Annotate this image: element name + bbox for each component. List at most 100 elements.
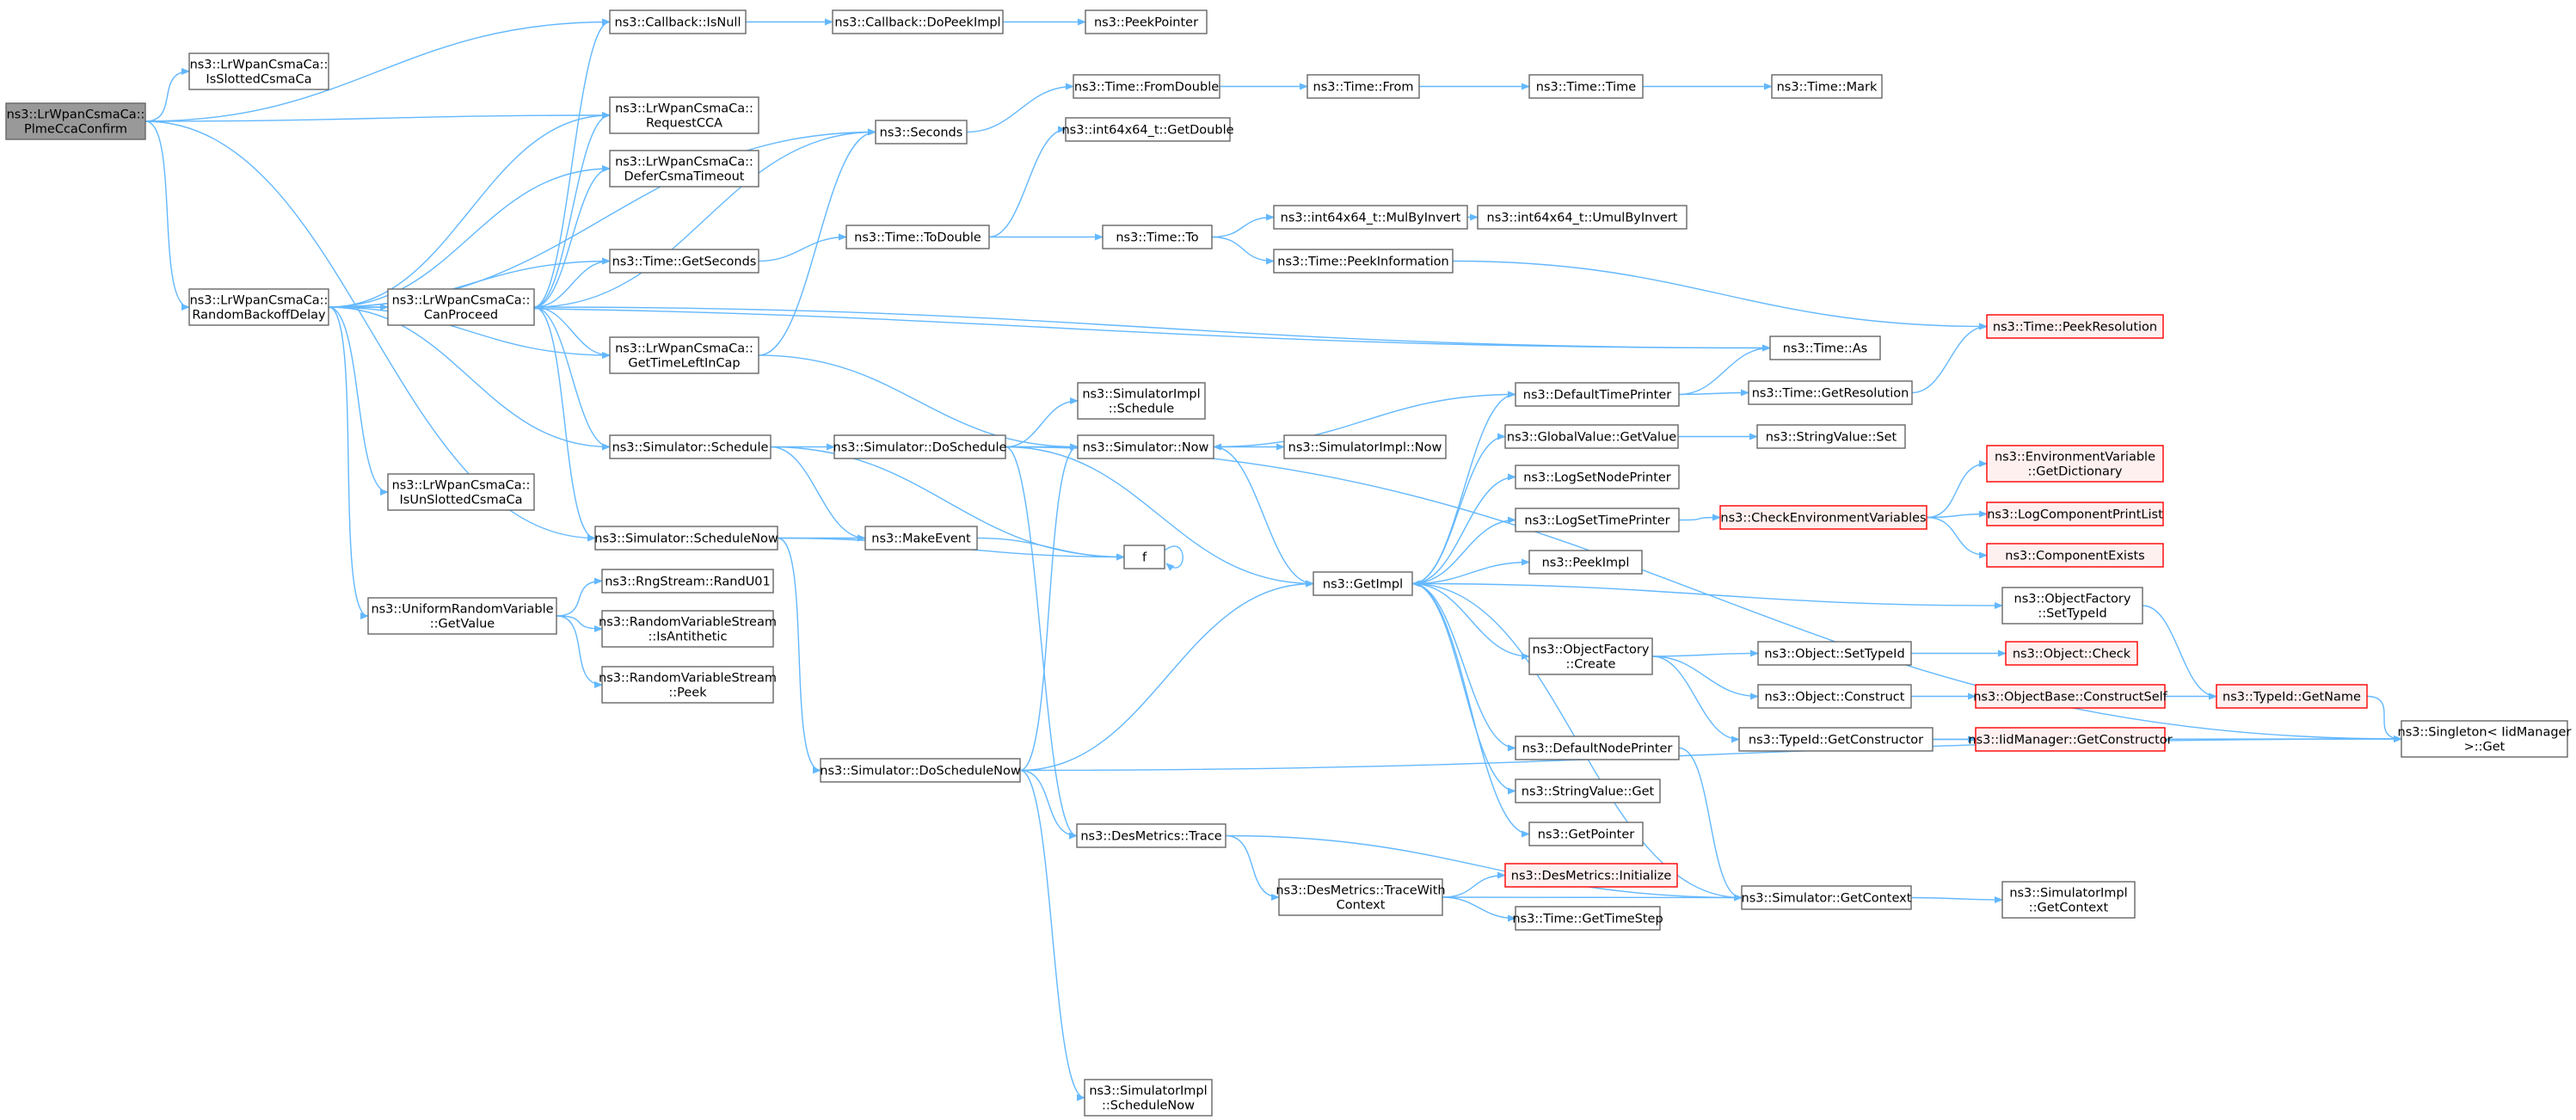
node-umulbyinvert[interactable]: ns3::int64x64_t::UmulByInvert: [1477, 205, 1688, 230]
node-label: ns3::Simulator::GetContext: [1742, 892, 1912, 906]
node-stringvalue-set[interactable]: ns3::StringValue::Set: [1756, 424, 1906, 449]
node-simimpl-schedulenow[interactable]: ns3::SimulatorImpl::ScheduleNow: [1084, 1079, 1213, 1117]
node-mulbyinvert[interactable]: ns3::int64x64_t::MulByInvert: [1273, 205, 1468, 230]
node-defaultnodeprinter[interactable]: ns3::DefaultNodePrinter: [1515, 735, 1680, 760]
node-typeid-getname[interactable]: ns3::TypeId::GetName: [2216, 684, 2368, 709]
node-f[interactable]: f: [1123, 545, 1165, 569]
node-obj-construct[interactable]: ns3::Object::Construct: [1757, 684, 1912, 709]
node-time-as[interactable]: ns3::Time::As: [1769, 335, 1881, 360]
node-getresolution[interactable]: ns3::Time::GetResolution: [1748, 380, 1913, 405]
node-mark[interactable]: ns3::Time::Mark: [1771, 74, 1883, 99]
node-uniform-getvalue[interactable]: ns3::UniformRandomVariable::GetValue: [367, 597, 557, 635]
node-peekinformation[interactable]: ns3::Time::PeekInformation: [1273, 249, 1454, 274]
node-box: [1515, 382, 1680, 407]
node-desmetrics-init[interactable]: ns3::DesMetrics::Initialize: [1504, 863, 1678, 888]
node-sim-doschedulenow[interactable]: ns3::Simulator::DoScheduleNow: [820, 758, 1021, 783]
node-box: [2401, 720, 2568, 758]
node-lognodeprinter[interactable]: ns3::LogSetNodePrinter: [1515, 465, 1680, 489]
node-obj-check[interactable]: ns3::Object::Check: [2005, 641, 2138, 666]
edge-canproceed-to-cb-isnull: [533, 18, 611, 308]
node-canproceed[interactable]: ns3::LrWpanCsmaCa::CanProceed: [387, 288, 535, 326]
node-time-time[interactable]: ns3::Time::Time: [1528, 74, 1644, 99]
node-to[interactable]: ns3::Time::To: [1102, 225, 1213, 249]
edge-layer: [144, 18, 2402, 1101]
node-root[interactable]: ns3::LrWpanCsmaCa::PlmeCcaConfirm: [5, 102, 146, 140]
node-label: ns3::int64x64_t::GetDouble: [1061, 124, 1233, 138]
node-peekresolution[interactable]: ns3::Time::PeekResolution: [1986, 314, 2164, 339]
node-box: [1278, 878, 1443, 916]
node-simimpl-schedule[interactable]: ns3::SimulatorImpl::Schedule: [1077, 382, 1206, 420]
node-label: RandomBackoffDelay: [192, 309, 326, 323]
edge-randombackoff-to-uniform-getvalue: [328, 306, 369, 619]
edge-sim-doschedule-to-simimpl-schedule: [1005, 397, 1079, 448]
node-logcomponentprint[interactable]: ns3::LogComponentPrintList: [1986, 502, 2164, 526]
node-makeevent[interactable]: ns3::MakeEvent: [864, 526, 978, 551]
node-gettimestep[interactable]: ns3::Time::GetTimeStep: [1512, 906, 1663, 931]
node-box: [1719, 505, 1927, 530]
edge-getimpl-to-of-settypeid: [1411, 582, 2003, 609]
node-isunslotted[interactable]: ns3::LrWpanCsmaCa::IsUnSlottedCsmaCa: [387, 473, 535, 511]
node-iidmanager-getconstructor[interactable]: ns3::IidManager::GetConstructor: [1968, 727, 2173, 752]
node-label: >::Get: [2464, 741, 2505, 754]
node-sim-doschedule[interactable]: ns3::Simulator::DoSchedule: [833, 434, 1007, 459]
node-getseconds[interactable]: ns3::Time::GetSeconds: [609, 249, 759, 274]
node-sim-schedule[interactable]: ns3::Simulator::Schedule: [609, 434, 772, 459]
node-obj-settypeid[interactable]: ns3::Object::SetTypeId: [1757, 641, 1912, 666]
node-sim-getcontext[interactable]: ns3::Simulator::GetContext: [1741, 885, 1912, 910]
node-constructself[interactable]: ns3::ObjectBase::ConstructSelf: [1973, 684, 2168, 709]
node-of-create[interactable]: ns3::ObjectFactory::Create: [1528, 637, 1653, 675]
node-isantithetic[interactable]: ns3::RandomVariableStream::IsAntithetic: [599, 610, 777, 648]
node-seconds[interactable]: ns3::Seconds: [875, 120, 968, 145]
node-peekpointer[interactable]: ns3::PeekPointer: [1085, 9, 1208, 34]
node-requestcca[interactable]: ns3::LrWpanCsmaCa::RequestCCA: [609, 96, 759, 134]
node-getpointer[interactable]: ns3::GetPointer: [1528, 822, 1644, 846]
node-label: ns3::LogSetTimePrinter: [1524, 514, 1669, 528]
node-getimpl[interactable]: ns3::GetImpl: [1313, 571, 1413, 596]
node-envvar-getdict[interactable]: ns3::EnvironmentVariable::GetDictionary: [1986, 445, 2164, 483]
node-label: ns3::LrWpanCsmaCa::: [190, 294, 329, 308]
node-simimpl-getcontext[interactable]: ns3::SimulatorImpl::GetContext: [2001, 881, 2136, 919]
node-label: ns3::LogComponentPrintList: [1987, 508, 2163, 522]
edge-getimpl-to-globalvalue-get: [1411, 433, 1506, 585]
node-label: ::GetContext: [2029, 902, 2109, 915]
node-box: [1073, 74, 1220, 99]
node-of-settypeid[interactable]: ns3::ObjectFactory::SetTypeId: [2001, 587, 2143, 625]
node-logtimeprinter[interactable]: ns3::LogSetTimePrinter: [1515, 508, 1680, 532]
node-typeid-getconstructor[interactable]: ns3::TypeId::GetConstructor: [1738, 727, 1934, 752]
node-box: [1975, 684, 2166, 709]
node-cb-isnull[interactable]: ns3::Callback::IsNull: [609, 9, 747, 34]
node-rvs-peek[interactable]: ns3::RandomVariableStream::Peek: [599, 666, 777, 704]
node-randu01[interactable]: ns3::RngStream::RandU01: [601, 569, 774, 594]
node-cb-dopeek[interactable]: ns3::Callback::DoPeekImpl: [832, 9, 1004, 34]
node-label: RequestCCA: [646, 117, 722, 131]
node-randombackoff[interactable]: ns3::LrWpanCsmaCa::RandomBackoffDelay: [188, 288, 329, 326]
node-singleton-get[interactable]: ns3::Singleton< IidManager>::Get: [2398, 720, 2572, 758]
node-stringvalue-get[interactable]: ns3::StringValue::Get: [1515, 778, 1661, 803]
node-from[interactable]: ns3::Time::From: [1306, 74, 1420, 99]
node-checkenvvars[interactable]: ns3::CheckEnvironmentVariables: [1719, 505, 1927, 530]
node-label: ns3::ObjectBase::ConstructSelf: [1973, 691, 2167, 705]
node-defercsma[interactable]: ns3::LrWpanCsmaCa::DeferCsmaTimeout: [609, 150, 759, 188]
node-globalvalue-get[interactable]: ns3::GlobalValue::GetValue: [1504, 424, 1679, 449]
node-componentexists[interactable]: ns3::ComponentExists: [1986, 543, 2164, 568]
node-peekimpl[interactable]: ns3::PeekImpl: [1528, 550, 1643, 575]
node-box: [1077, 434, 1214, 459]
node-simimpl-now[interactable]: ns3::SimulatorImpl::Now: [1283, 434, 1447, 459]
node-label: ns3::Simulator::Schedule: [612, 441, 769, 455]
node-defaulttimeprinter[interactable]: ns3::DefaultTimePrinter: [1515, 382, 1680, 407]
node-label: ns3::DesMetrics::TraceWith: [1276, 884, 1445, 898]
node-gettimeleft[interactable]: ns3::LrWpanCsmaCa::GetTimeLeftInCap: [609, 336, 759, 374]
node-sim-schedulenow[interactable]: ns3::Simulator::ScheduleNow: [594, 526, 778, 551]
node-todouble[interactable]: ns3::Time::ToDouble: [845, 225, 990, 249]
node-box: [1771, 74, 1883, 99]
node-getdouble[interactable]: ns3::int64x64_t::GetDouble: [1061, 117, 1234, 142]
node-sim-now[interactable]: ns3::Simulator::Now: [1077, 434, 1214, 459]
node-label: ::SetTypeId: [2038, 607, 2106, 621]
node-isslotted[interactable]: ns3::LrWpanCsmaCa::IsSlottedCsmaCa: [188, 52, 329, 90]
node-label: ns3::DesMetrics::Initialize: [1511, 870, 1672, 883]
edge-sim-doschedule-to-desmetrics-trace: [1005, 446, 1078, 840]
node-desmetrics-trace[interactable]: ns3::DesMetrics::Trace: [1076, 823, 1227, 848]
node-fromdouble[interactable]: ns3::Time::FromDouble: [1073, 74, 1220, 99]
node-label: ns3::MakeEvent: [871, 532, 971, 546]
